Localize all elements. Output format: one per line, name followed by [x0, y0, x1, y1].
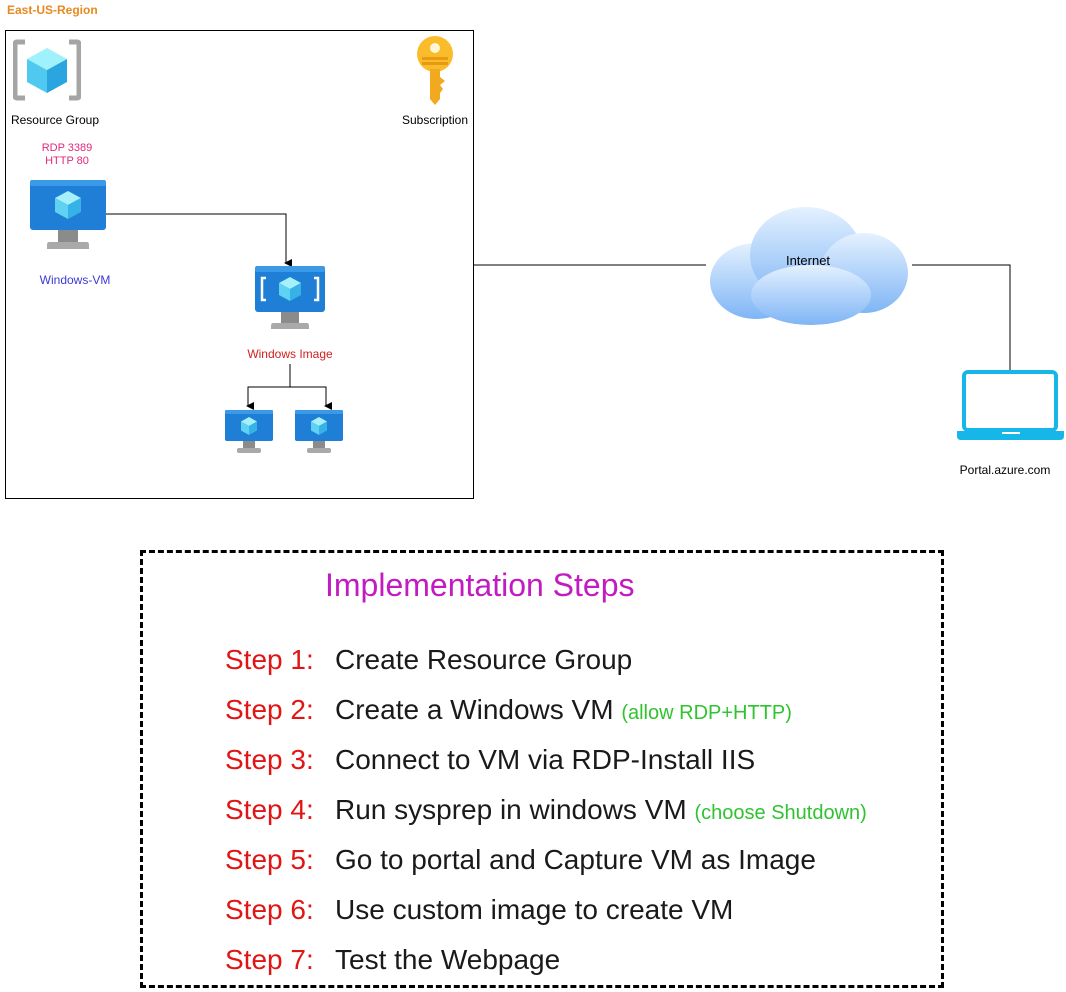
region-title: East-US-Region: [7, 3, 98, 17]
rdp-port: RDP 3389: [41, 142, 93, 154]
step-text: Run sysprep in windows VM: [335, 794, 687, 825]
vm-to-image-connector: [106, 213, 292, 267]
portal-label: Portal.azure.com: [959, 463, 1051, 477]
step-item: Step 7: Test the Webpage: [225, 942, 560, 978]
resource-group-label: Resource Group: [10, 113, 100, 127]
step-text: Go to portal and Capture VM as Image: [335, 844, 816, 875]
step-text: Create Resource Group: [335, 644, 633, 675]
ports-label: RDP 3389 HTTP 80: [30, 142, 104, 168]
image-to-vm1-connector: [246, 386, 290, 410]
step-text: Connect to VM via RDP-Install IIS: [335, 744, 756, 775]
step-text: Test the Webpage: [335, 944, 561, 975]
laptop-icon: [955, 370, 1066, 442]
vm-image-icon: [254, 265, 326, 331]
step-text: Use custom image to create VM: [335, 894, 734, 925]
windows-vm-label: Windows-VM: [39, 273, 111, 287]
step-item: Step 2: Create a Windows VM (allow RDP+HT…: [225, 692, 792, 728]
step-number: Step 5:: [225, 844, 314, 875]
virtual-machine-icon: [294, 409, 344, 454]
steps-box: [140, 550, 944, 988]
step-item: Step 6: Use custom image to create VM: [225, 892, 733, 928]
steps-title: Implementation Steps: [325, 567, 635, 603]
subscription-label: Subscription: [401, 113, 469, 127]
cloud-icon: [706, 203, 912, 328]
step-item: Step 5: Go to portal and Capture VM as Im…: [225, 842, 816, 878]
region-box: [5, 30, 474, 499]
step-item: Step 1: Create Resource Group: [225, 642, 632, 678]
step-number: Step 3:: [225, 744, 314, 775]
step-item: Step 4: Run sysprep in windows VM (choose…: [225, 792, 867, 828]
resource-group-icon: [13, 38, 81, 102]
windows-image-label: Windows Image: [247, 347, 333, 361]
image-to-vm2-connector: [290, 386, 332, 410]
step-number: Step 4:: [225, 794, 314, 825]
internet-label: Internet: [785, 253, 831, 268]
virtual-machine-icon: [224, 409, 274, 454]
key-icon: [412, 35, 458, 107]
step-note: (allow RDP+HTTP): [621, 702, 792, 724]
step-number: Step 2:: [225, 694, 314, 725]
step-number: Step 1:: [225, 644, 314, 675]
virtual-machine-icon: [29, 179, 107, 251]
step-note: (choose Shutdown): [694, 802, 867, 824]
step-number: Step 7:: [225, 944, 314, 975]
internet-to-portal-connector: [912, 264, 1011, 370]
step-text: Create a Windows VM: [335, 694, 614, 725]
step-number: Step 6:: [225, 894, 314, 925]
http-port: HTTP 80: [45, 155, 89, 167]
step-item: Step 3: Connect to VM via RDP-Install IIS: [225, 742, 755, 778]
